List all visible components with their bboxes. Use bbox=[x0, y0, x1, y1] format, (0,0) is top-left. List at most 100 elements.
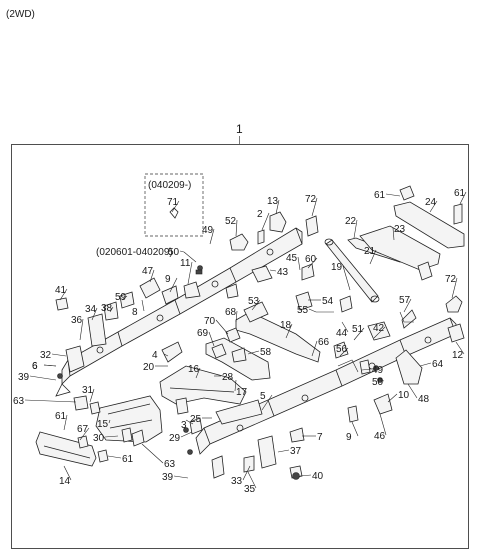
part-label-54: 54 bbox=[322, 296, 334, 307]
part-label-63: 63 bbox=[13, 396, 25, 407]
leader-46 bbox=[379, 413, 387, 436]
leader-34 bbox=[91, 307, 98, 321]
leader-61 bbox=[385, 193, 401, 197]
leader-67 bbox=[79, 427, 90, 441]
part-label-63: 63 bbox=[164, 459, 176, 470]
part-label-36: 36 bbox=[71, 315, 83, 326]
part-label-61: 61 bbox=[55, 411, 67, 422]
part-label-52: 52 bbox=[225, 216, 237, 227]
part-number-labels: 2345678991011121314151617181920212223242… bbox=[13, 188, 466, 495]
part-label-61: 61 bbox=[374, 190, 386, 201]
part-label-61: 61 bbox=[454, 188, 466, 199]
leader-12 bbox=[455, 341, 465, 355]
leader-72 bbox=[311, 197, 318, 217]
leader-58 bbox=[247, 350, 260, 355]
part-label-72: 72 bbox=[305, 194, 317, 205]
part-label-38: 38 bbox=[101, 303, 113, 314]
leader-42 bbox=[373, 326, 386, 339]
leader-50 bbox=[379, 379, 385, 382]
leader-29 bbox=[180, 431, 193, 438]
leader-63 bbox=[24, 399, 77, 403]
leader-31 bbox=[89, 388, 95, 403]
leader-47 bbox=[149, 269, 155, 283]
leader-4 bbox=[163, 353, 169, 357]
part-24-rear-bar bbox=[393, 201, 465, 249]
part-71-clip bbox=[169, 207, 179, 219]
part-label-46: 46 bbox=[374, 431, 386, 442]
leader-61 bbox=[63, 414, 68, 431]
part-66-crossmember bbox=[235, 311, 321, 363]
leader-39 bbox=[173, 475, 189, 479]
part-label-71: 71 bbox=[167, 197, 179, 208]
leader-3 bbox=[185, 419, 194, 425]
brackets bbox=[55, 185, 465, 479]
leader-33 bbox=[242, 465, 251, 481]
part-label-60: 60 bbox=[305, 254, 317, 265]
part-label-47: 47 bbox=[142, 266, 154, 277]
leader-18 bbox=[285, 323, 293, 339]
part-label-53: 53 bbox=[248, 296, 260, 307]
part-label-48: 48 bbox=[418, 394, 430, 405]
part-14-front-bumper bbox=[35, 431, 97, 467]
leader-30 bbox=[104, 435, 119, 438]
leader-44 bbox=[341, 321, 349, 333]
leader-16 bbox=[195, 367, 201, 379]
part-19-tube bbox=[325, 239, 379, 303]
part-label-6: 6 bbox=[32, 361, 38, 372]
leader-23 bbox=[392, 227, 395, 241]
fasteners bbox=[57, 265, 383, 480]
part-label-14: 14 bbox=[59, 476, 71, 487]
part-label-32: 32 bbox=[40, 350, 52, 361]
part-label-30: 30 bbox=[93, 433, 105, 444]
leader-52 bbox=[235, 219, 238, 237]
part-16-crossmember bbox=[159, 365, 247, 405]
part-label-37: 37 bbox=[290, 446, 302, 457]
leader-43 bbox=[269, 269, 277, 272]
leader-5 bbox=[261, 394, 273, 411]
leader-10 bbox=[387, 393, 398, 403]
part-label-21: 21 bbox=[364, 246, 376, 257]
part-label-15: 15 bbox=[97, 419, 109, 430]
leader-8 bbox=[141, 299, 145, 312]
assembly-border bbox=[11, 144, 469, 549]
part-label-17: 17 bbox=[236, 387, 248, 398]
part-label-67: 67 bbox=[77, 424, 89, 435]
part-label-50: 50 bbox=[168, 247, 180, 258]
leader-17 bbox=[234, 379, 237, 392]
part-56-rod bbox=[337, 359, 359, 373]
part-label-8: 8 bbox=[132, 307, 138, 318]
assembly-number: 1 bbox=[236, 122, 243, 136]
part-label-2: 2 bbox=[257, 209, 263, 220]
leader-59 bbox=[121, 295, 128, 301]
leader-11 bbox=[187, 261, 193, 285]
leader-68 bbox=[235, 310, 238, 323]
part-label-4: 4 bbox=[152, 350, 158, 361]
part-label-34: 34 bbox=[85, 304, 97, 315]
part-label-22: 22 bbox=[345, 216, 357, 227]
leader-49 bbox=[209, 228, 215, 245]
leader-48 bbox=[407, 383, 418, 399]
leader-36 bbox=[79, 318, 84, 341]
part-label-18: 18 bbox=[280, 320, 292, 331]
part-label-29: 29 bbox=[169, 433, 181, 444]
part-label-61: 61 bbox=[122, 454, 134, 465]
leader-72 bbox=[451, 277, 458, 299]
part-label-69: 69 bbox=[197, 328, 209, 339]
part-label-43: 43 bbox=[277, 267, 289, 278]
part-label-16: 16 bbox=[188, 364, 200, 375]
leader-60 bbox=[307, 257, 318, 269]
part-57-rod bbox=[399, 311, 414, 323]
part-label-23: 23 bbox=[394, 224, 406, 235]
part-label-13: 13 bbox=[267, 196, 279, 207]
leader-22 bbox=[353, 219, 358, 239]
part-label-6: 6 bbox=[32, 361, 38, 372]
leader-21 bbox=[369, 249, 377, 265]
leader-69 bbox=[208, 331, 215, 347]
part-label-72: 72 bbox=[445, 274, 457, 285]
part-label-70: 70 bbox=[204, 316, 216, 327]
part-label-7: 7 bbox=[317, 432, 323, 443]
part-label-40: 40 bbox=[312, 471, 324, 482]
part-label-41: 41 bbox=[55, 285, 67, 296]
